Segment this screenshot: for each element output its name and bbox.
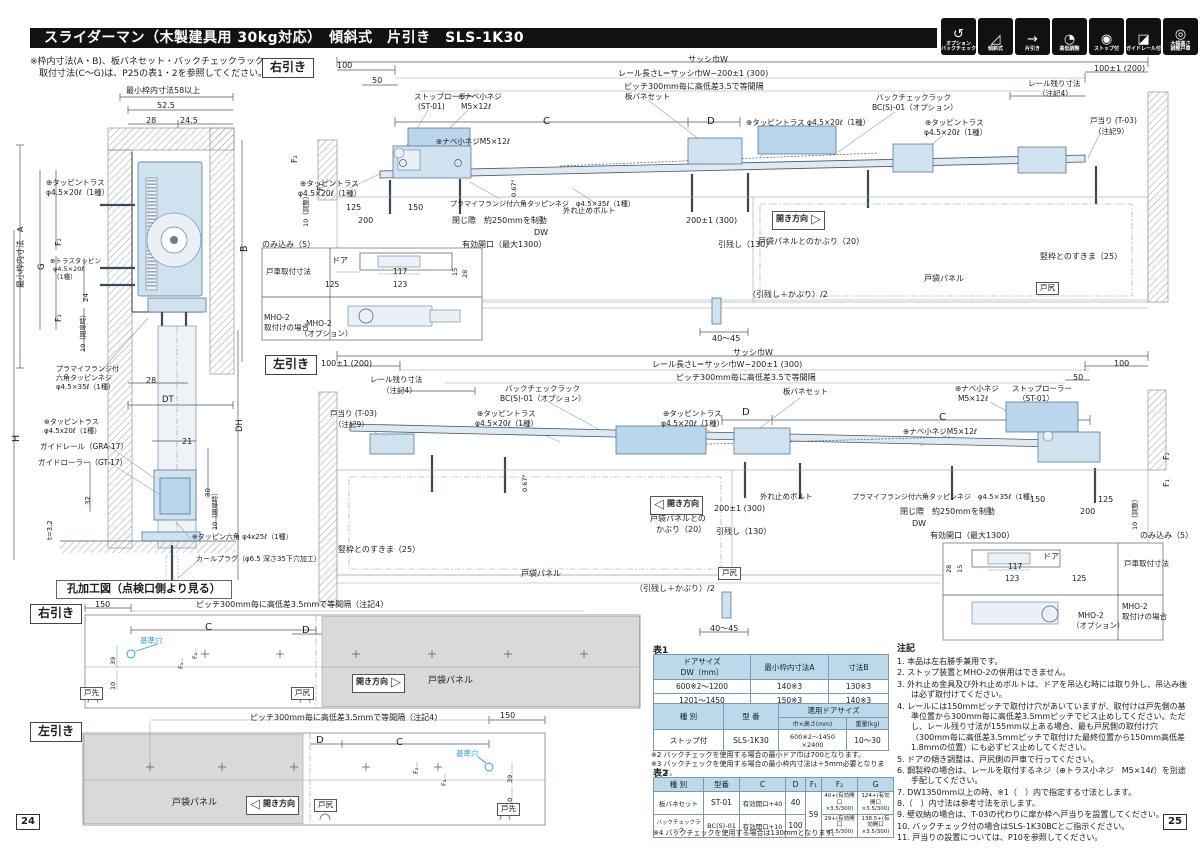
- note-item: 7. DW1350mm以上の時、※1（ ）内で指定する寸法とします。: [897, 787, 1137, 797]
- note-item: 11. 戸当りの設置については、P10を参照してください。: [897, 833, 1103, 843]
- cell: 140※3: [750, 679, 829, 694]
- note-item: 9. 壁収納の場合は、T-03の代わりに扉か枠へ戸当りを設置してください。: [897, 810, 1164, 820]
- cell: 40+(有効開口 ×3.5/300): [821, 791, 858, 815]
- note-item: ※3 バックチェックを使用する場合の最小枠内寸法は＋5mm必要となります。: [651, 760, 885, 778]
- cell: 有効開口+40: [739, 791, 786, 815]
- option-backcheck-icon-glyph: ↺: [953, 26, 964, 42]
- note-item: 10. バックチェック付の場合はSLS-1K30BCとご指示ください。: [897, 821, 1130, 831]
- cell: 124+(有効開口 ×3.5/300): [857, 791, 894, 815]
- table-row: 板バネセット ST-01 有効開口+40 40 59 40+(有効開口 ×3.5…: [653, 791, 894, 838]
- col-header: 型 番: [723, 703, 779, 730]
- hole-machining-drawing: [82, 604, 641, 826]
- col-header: 種 別: [653, 777, 704, 792]
- notes-title: 注記: [897, 644, 916, 654]
- cell: 10～30: [846, 729, 889, 751]
- roller-height-icon-caption: 大幅高さ 調整戸車: [1170, 40, 1191, 53]
- page-title: スライダーマン（木製建具用 30kg対応） 傾斜式 片引き SLS-1K30: [30, 28, 937, 48]
- stop-icon: ◉ストップ付: [1089, 18, 1124, 55]
- cell: 600※2～1450 ×2400: [778, 729, 847, 751]
- note-item: 6. 鋼製枠の場合は、レールを取付するネジ（⊕トラス小ネジ M5×14ℓ）を別途…: [897, 765, 1186, 786]
- feature-icon-strip: ↺オプション バックチェック◿傾斜式→片引き◔高低調整◉ストップ付◪ガイドレール…: [941, 18, 1198, 55]
- col-header: 最小枠内寸法A: [750, 654, 829, 680]
- note-item: ※2 バックチェックを使用する場合の最小ドア巾は700となります。: [651, 751, 865, 759]
- col-header: F₁: [805, 777, 822, 792]
- cell: 40: [785, 791, 806, 815]
- table-header-row: ドアサイズ DW（mm） 最小枠内寸法A 寸法B: [653, 654, 889, 680]
- cell: ストップ付: [653, 729, 724, 751]
- note-item: 4. レールには150mmピッチで取付け穴があいていますが、取付けは戸先側の基準…: [897, 701, 1186, 753]
- table-header-row: 巾×高さ(mm) 重量(kg): [654, 717, 889, 730]
- option-backcheck-icon: ↺オプション バックチェック: [941, 18, 976, 55]
- intro-note: ※枠内寸法(A・B)、板バネセット・バックチェックラック 取付寸法(C～G)は、…: [30, 57, 268, 80]
- left-pull-elevation-drawing: [318, 351, 1167, 641]
- note-item: 3. 外れ止め金具及び外れ止めボルトは、ドアを吊込む時には取り外し、吊込み後は必…: [897, 679, 1188, 700]
- cell: 130※3: [828, 679, 889, 694]
- table-header-row: 種 別 型番 C D F₁ F₂ G: [653, 777, 894, 792]
- incline-type-icon-glyph: ◿: [990, 32, 1001, 48]
- height-adjust-icon: ◔高低調整: [1052, 18, 1087, 55]
- roller-height-icon-glyph: ◎: [1174, 26, 1187, 42]
- note-item: 5. ドアの傾き調整は、戸尻側の戸車で行ってください。: [897, 754, 1099, 764]
- option-backcheck-icon-caption: オプション バックチェック: [941, 40, 976, 53]
- col-header: ドアサイズ DW（mm）: [653, 654, 751, 680]
- notes-list: 1. 本品は左右勝手兼用です。 2. ストップ装置とMHO-2の併用はできません。…: [897, 657, 1193, 844]
- cell: 138.5+(有効開口 ×3.5/300): [857, 813, 894, 838]
- table-row: バックチェックラック BC(S)-01 有効開口+10 100 29+(有効開口…: [653, 813, 894, 838]
- cell: バックチェックラック: [653, 813, 704, 838]
- single-sliding-icon-caption: 片引き: [1024, 46, 1040, 53]
- col-header: D: [785, 777, 806, 792]
- cell: ST-01: [703, 791, 740, 815]
- frame-cross-section-drawing: [13, 93, 243, 580]
- notes-section: 注記 1. 本品は左右勝手兼用です。 2. ストップ装置とMHO-2の併用はできま…: [897, 641, 1193, 845]
- guide-rail-icon: ◪ガイドレール付: [1126, 18, 1161, 55]
- stop-icon-glyph: ◉: [1100, 32, 1113, 48]
- table1-door-size: ドアサイズ DW（mm） 最小枠内寸法A 寸法B 600※2～1200 140※…: [653, 654, 889, 708]
- col-header: F₂: [821, 777, 858, 792]
- col-subheader: 巾×高さ(mm): [778, 717, 847, 730]
- single-sliding-icon-glyph: →: [1027, 32, 1038, 48]
- col-subheader: 重量(kg): [846, 717, 889, 730]
- col-header: 寸法B: [828, 654, 889, 680]
- table1-footnotes: ※2 バックチェックを使用する場合の最小ドア巾は700となります。※3 バックチ…: [651, 751, 893, 778]
- guide-rail-icon-caption: ガイドレール付: [1126, 46, 1161, 53]
- table2-footnote: ※4 バックチェックを使用する場合は130mmとなります。: [653, 829, 839, 837]
- height-adjust-icon-glyph: ◔: [1063, 32, 1076, 48]
- note-item: 2. ストップ装置とMHO-2の併用はできません。: [897, 668, 1071, 678]
- single-sliding-icon: →片引き: [1015, 18, 1050, 55]
- cell: SLS-1K30: [723, 729, 779, 751]
- table1-model: 種 別 型 番 適用ドアサイズ 巾×高さ(mm) 重量(kg) ストップ付 SL…: [653, 703, 889, 751]
- guide-rail-icon-glyph: ◪: [1137, 32, 1150, 48]
- cell: 600※2～1200: [653, 679, 751, 694]
- height-adjust-icon-caption: 高低調整: [1059, 46, 1080, 53]
- table-header-row: 種 別 型 番 適用ドアサイズ: [653, 703, 889, 730]
- incline-type-icon-caption: 傾斜式: [987, 46, 1003, 53]
- col-header: 適用ドアサイズ: [778, 703, 889, 718]
- cell: 板バネセット: [653, 791, 704, 815]
- table2-mounting-dims: 種 別 型番 C D F₁ F₂ G 板バネセット ST-01 有効開口+40 …: [653, 777, 894, 838]
- note-item: 8.（ ）内寸法は参考寸法を示します。: [897, 799, 1040, 809]
- cell: 100: [785, 813, 806, 838]
- stop-icon-caption: ストップ付: [1093, 46, 1119, 53]
- cell: 29+(有効開口 ×3.5/300): [821, 813, 858, 838]
- table-row: ストップ付 SLS-1K30 600※2～1450 ×2400 10～30: [653, 729, 889, 751]
- col-header: G: [857, 777, 894, 792]
- roller-height-icon: ◎大幅高さ 調整戸車: [1163, 18, 1198, 55]
- col-header: C: [739, 777, 786, 792]
- table-row: 600※2～1200 140※3 130※3: [653, 679, 889, 694]
- note-item: 1. 本品は左右勝手兼用です。: [897, 657, 1003, 666]
- table1-title: 表1: [653, 646, 669, 656]
- table2-title: 表2: [653, 769, 669, 779]
- col-header: 種 別: [653, 703, 724, 730]
- right-pull-elevation-drawing: [261, 57, 1169, 341]
- incline-type-icon: ◿傾斜式: [978, 18, 1013, 55]
- col-header: 型番: [703, 777, 740, 792]
- hole-layout-title: 孔加工図（点検口側より見る）: [56, 580, 232, 599]
